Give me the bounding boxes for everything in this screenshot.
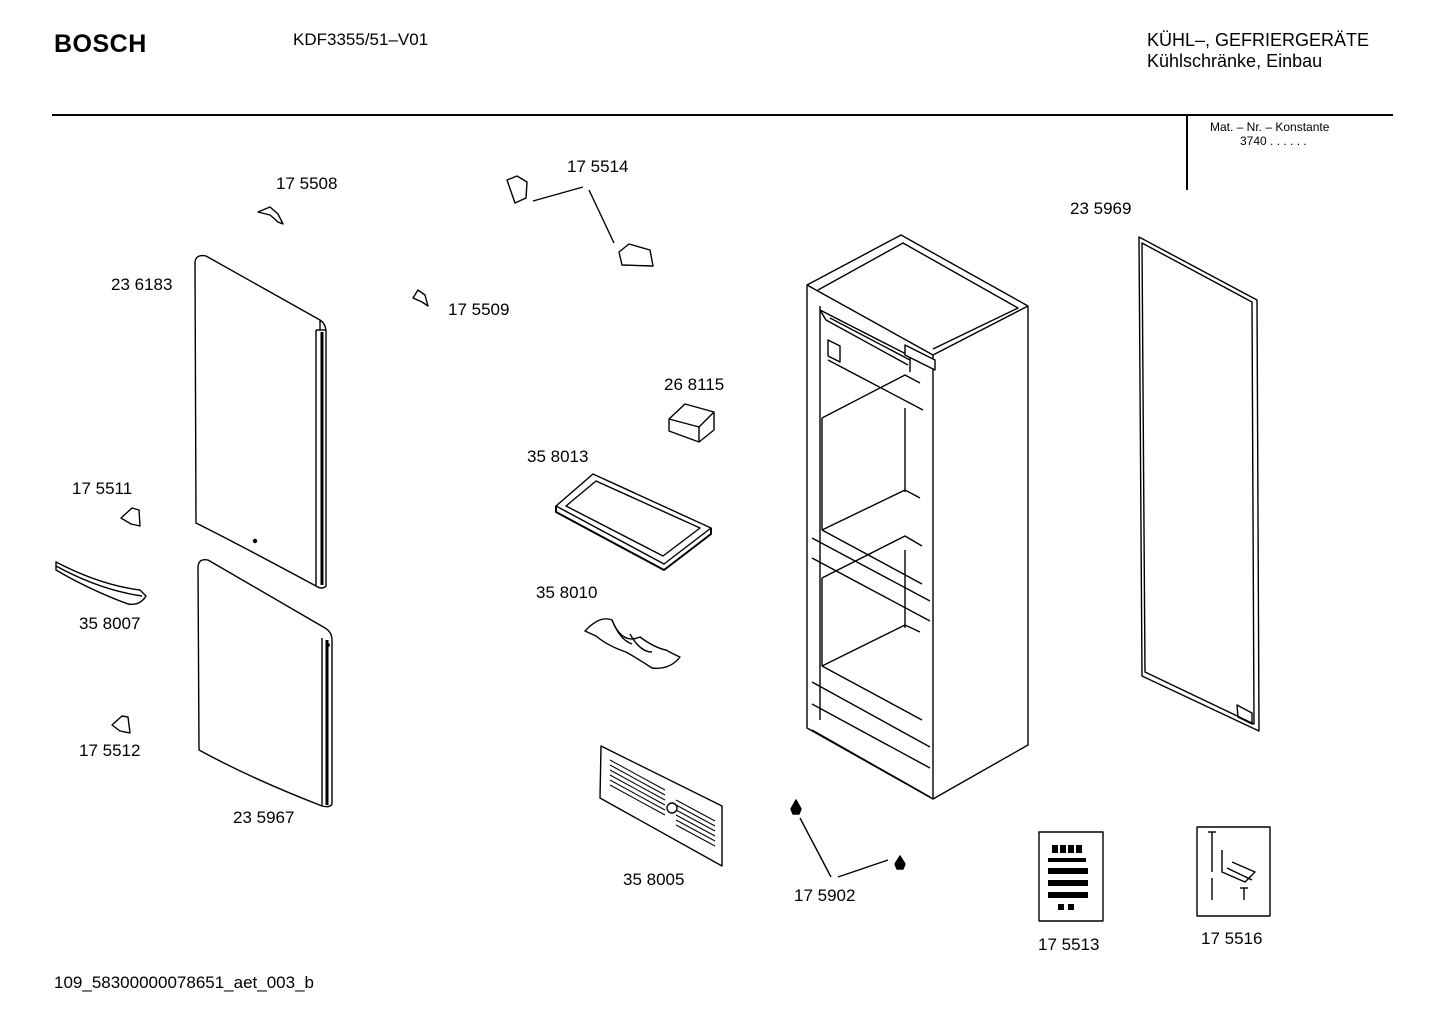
label-175516: 17 5516	[1201, 929, 1263, 948]
label-268115: 26 8115	[664, 375, 725, 394]
upper-door-part[interactable]	[194, 254, 327, 589]
bracket-kit-175516[interactable]	[1196, 826, 1271, 917]
label-358007: 35 8007	[79, 614, 141, 633]
label-235969: 23 5969	[1070, 199, 1132, 218]
hinge-175511[interactable]	[120, 507, 141, 527]
cabinet-body[interactable]	[806, 234, 1029, 800]
brand-logo: BOSCH	[54, 30, 147, 58]
grille-358005[interactable]	[599, 745, 723, 867]
hinge-175512[interactable]	[111, 715, 131, 734]
hinge-175509[interactable]	[412, 289, 429, 307]
konstante-value: 3740 . . . . . .	[1240, 134, 1307, 148]
label-175514: 17 5514	[567, 157, 629, 176]
hinge-pair-175514[interactable]	[506, 175, 654, 267]
label-358013: 35 8013	[527, 447, 589, 466]
label-175902: 17 5902	[794, 886, 856, 905]
label-175508: 17 5508	[276, 174, 338, 193]
screw-kit-175513[interactable]	[1038, 831, 1104, 922]
label-175511: 17 5511	[72, 479, 133, 498]
label-175509: 17 5509	[448, 300, 510, 319]
handle-strip-part[interactable]	[55, 561, 147, 606]
header-divider	[52, 114, 1393, 116]
label-358010: 35 8010	[536, 583, 598, 602]
back-panel-235969[interactable]	[1138, 236, 1260, 732]
feet-175902[interactable]	[790, 799, 906, 878]
box-268115[interactable]	[668, 403, 715, 443]
label-358005: 35 8005	[623, 870, 685, 889]
category-subtitle: Kühlschränke, Einbau	[1147, 51, 1323, 71]
label-236183: 23 6183	[111, 275, 173, 294]
konstante-divider	[1186, 116, 1188, 190]
category-title: KÜHL–, GEFRIERGERÄTE	[1147, 30, 1370, 50]
label-175513: 17 5513	[1038, 935, 1100, 954]
konstante-label: Mat. – Nr. – Konstante	[1210, 120, 1330, 134]
model-number: KDF3355/51–V01	[293, 30, 429, 49]
label-175512: 17 5512	[79, 741, 141, 760]
hinge-175508[interactable]	[257, 206, 284, 225]
label-235967: 23 5967	[233, 808, 295, 827]
glass-shelf-358013[interactable]	[555, 473, 712, 571]
document-id: 109_58300000078651_aet_003_b	[54, 973, 314, 992]
bottle-rack-358010[interactable]	[584, 618, 681, 669]
lower-door-part[interactable]	[197, 558, 333, 808]
